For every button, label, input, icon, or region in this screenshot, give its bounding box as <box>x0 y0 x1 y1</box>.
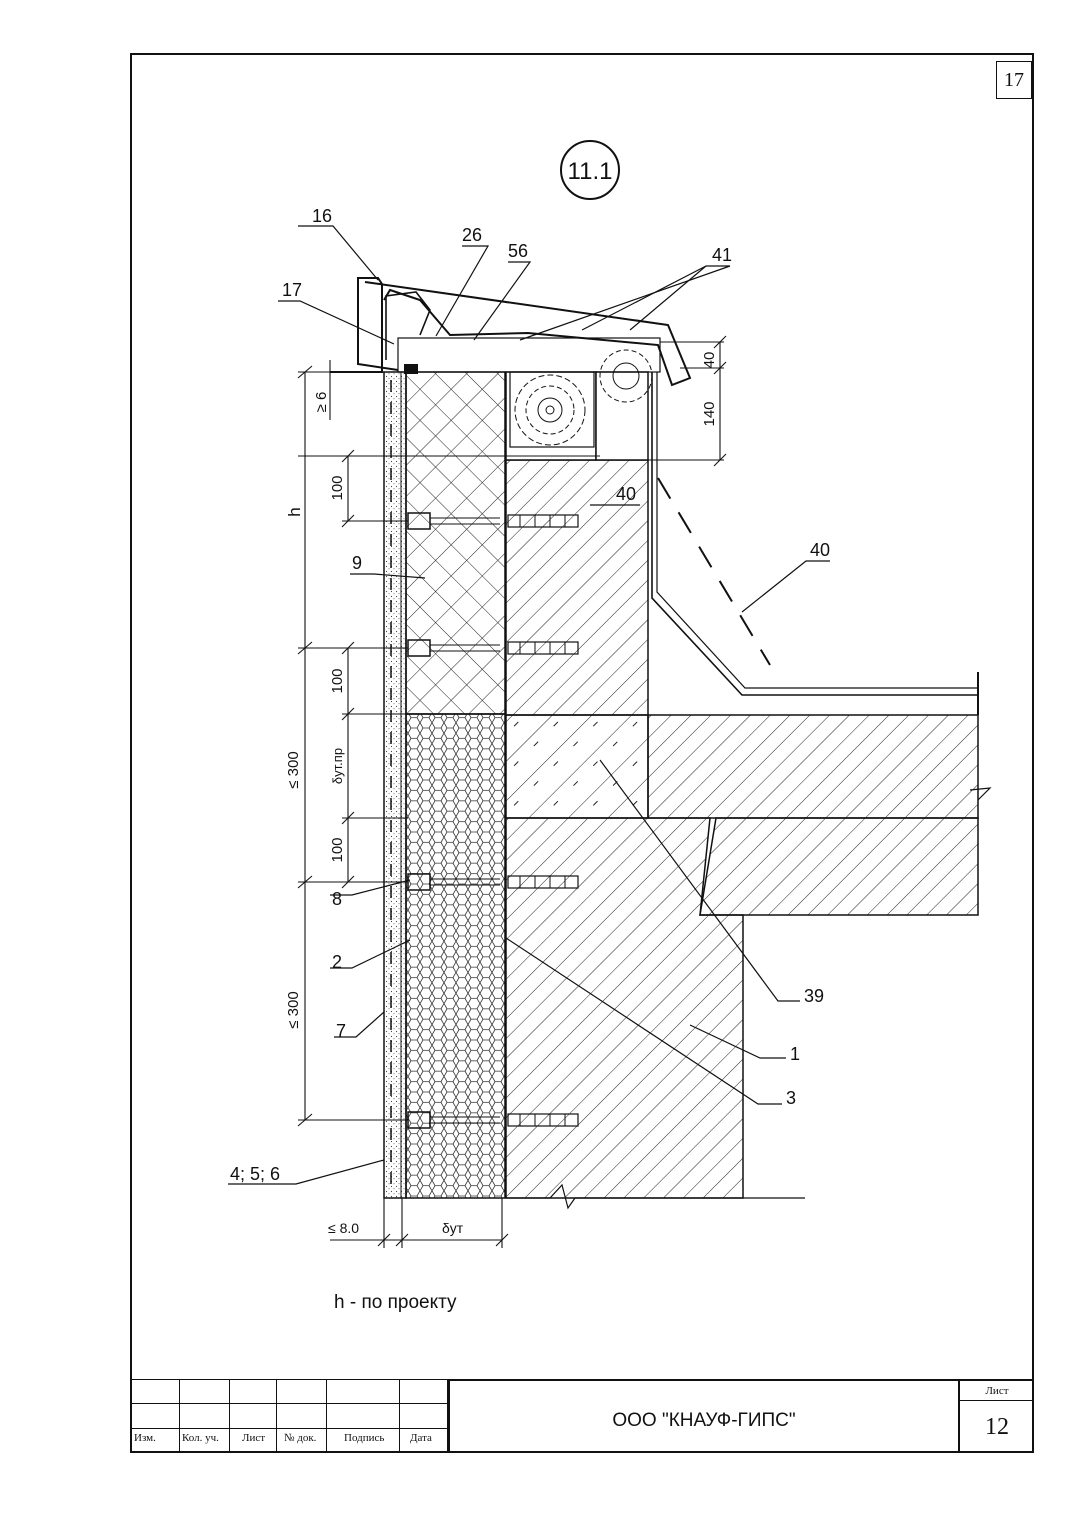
drawing-frame <box>130 53 1034 1453</box>
plaster-layers <box>383 371 407 1199</box>
insulation-mineral-wool <box>405 371 506 715</box>
parapet <box>505 349 653 461</box>
roofing-membrane <box>651 372 979 715</box>
callout-1: 1 <box>790 1044 800 1064</box>
company-name: ООО "КНАУФ-ГИПС" <box>448 1379 958 1453</box>
insulation-polystyrene <box>405 713 506 1199</box>
sheet-number: 12 <box>958 1401 1034 1453</box>
svg-text:11.1: 11.1 <box>568 158 613 185</box>
tb-header-kol-uch: Кол. уч. <box>182 1432 219 1444</box>
note-h: h - по проекту <box>334 1292 457 1313</box>
dim-max-300-lower: ≤ 300 <box>285 991 302 1028</box>
title-block-grid <box>130 1379 448 1453</box>
tb-header-signature: Подпись <box>344 1432 385 1444</box>
dimension-lines <box>297 335 727 1248</box>
sheet-label: Лист <box>958 1379 1034 1401</box>
tb-header-list: Лист <box>242 1432 266 1444</box>
callout-3: 3 <box>786 1088 796 1108</box>
callout-40-upper: 40 <box>616 484 636 504</box>
dim-delta-ut: δут <box>442 1220 464 1236</box>
tb-header-date: Дата <box>410 1432 432 1444</box>
callout-9: 9 <box>352 553 362 573</box>
callout-7: 7 <box>336 1021 346 1041</box>
detail-mark: 11.1 <box>560 140 620 200</box>
dim-100-mid: 100 <box>329 668 346 693</box>
dim-h: h <box>285 507 304 516</box>
callout-4-5-6: 4; 5; 6 <box>230 1164 280 1184</box>
callout-2: 2 <box>332 952 342 972</box>
dim-delta-ut-pr: δут.пр <box>330 748 345 784</box>
tb-header-doc-no: № док. <box>284 1432 317 1444</box>
leader-lines <box>228 225 830 1185</box>
cap-flashing <box>330 277 692 387</box>
callout-56: 56 <box>508 241 528 261</box>
callout-40: 40 <box>810 540 830 560</box>
dim-min-6: ≥ 6 <box>313 392 330 413</box>
callout-17: 17 <box>282 280 302 300</box>
callout-26: 26 <box>462 225 482 245</box>
dim-100-low: 100 <box>329 837 346 862</box>
callout-41: 41 <box>712 245 732 265</box>
tb-header-izm: Изм. <box>134 1432 156 1444</box>
dim-max-8: ≤ 8.0 <box>328 1220 359 1236</box>
dim-140: 140 <box>701 401 718 426</box>
sheet-corner-number: 17 <box>996 61 1032 99</box>
callout-39: 39 <box>804 986 824 1006</box>
dim-max-300-upper: ≤ 300 <box>285 751 302 788</box>
callout-8: 8 <box>332 889 342 909</box>
floor-slab <box>505 714 992 916</box>
dim-100-top: 100 <box>329 475 346 500</box>
masonry-wall <box>505 459 805 1210</box>
callout-16: 16 <box>312 206 332 226</box>
dim-40: 40 <box>701 352 718 369</box>
